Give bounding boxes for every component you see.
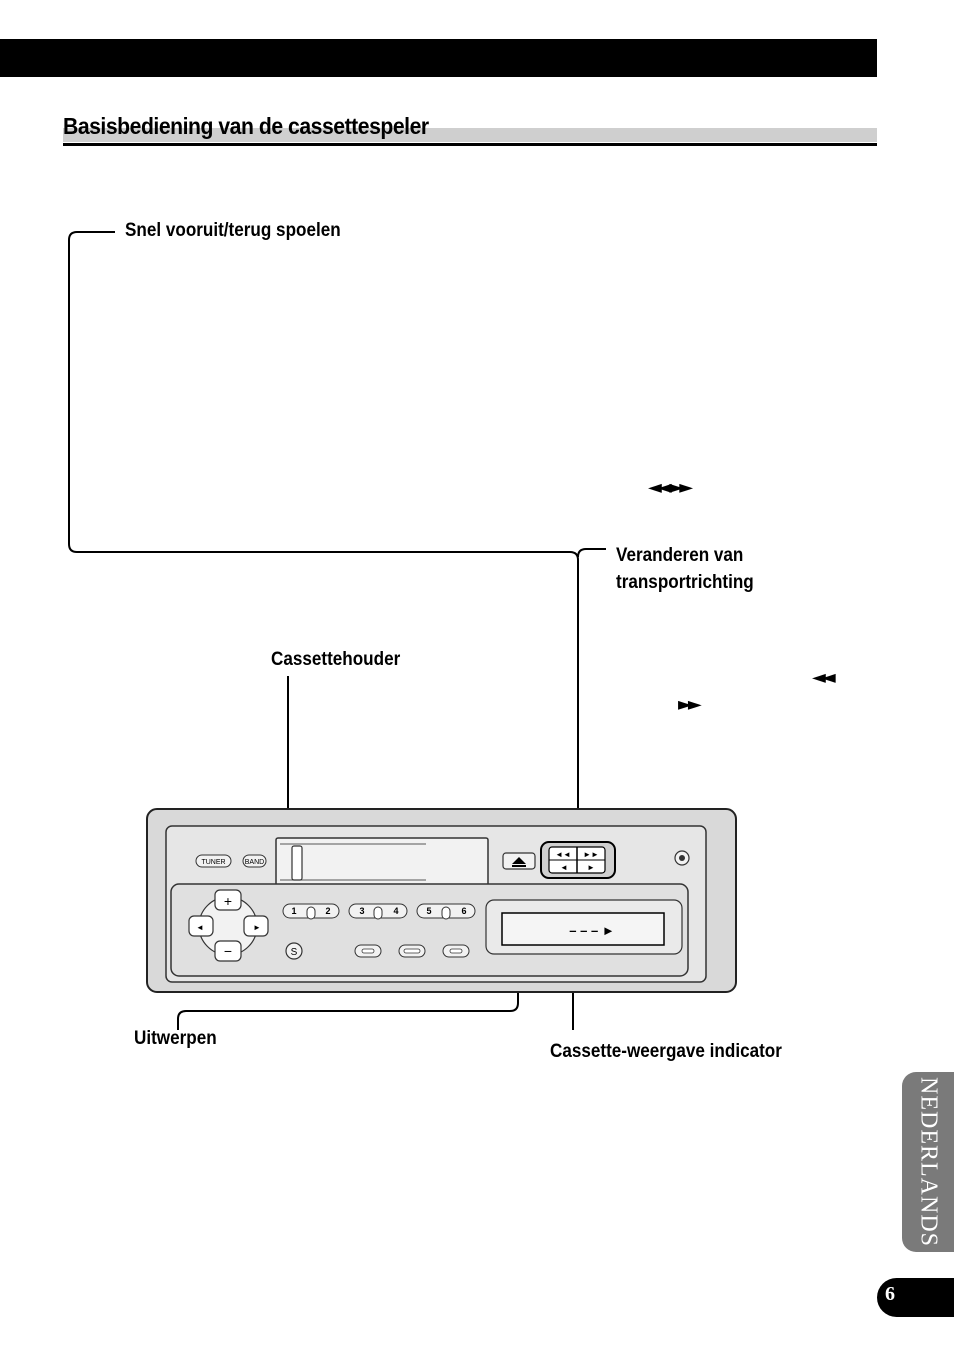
callout-fast-forward-rewind: Snel vooruit/terug spoelen bbox=[125, 220, 341, 241]
preset-3-label: 3 bbox=[359, 906, 364, 916]
band-button bbox=[242, 854, 267, 868]
eject-icon bbox=[512, 857, 526, 867]
fast-symbols: ◄◄ ►► bbox=[648, 477, 693, 498]
left-button bbox=[188, 915, 214, 937]
source-label: S bbox=[291, 947, 298, 958]
forward-icon: ►► bbox=[583, 850, 599, 859]
minus-label: − bbox=[224, 943, 232, 959]
direction-left-icon: ◄ bbox=[560, 863, 568, 872]
tuner-button bbox=[195, 854, 232, 868]
cassette-door bbox=[291, 845, 303, 881]
left-icon: ◄ bbox=[196, 923, 204, 932]
direction-right-icon: ► bbox=[587, 863, 595, 872]
cassette-indicator-display bbox=[501, 912, 665, 946]
preset-6-label: 6 bbox=[461, 906, 466, 916]
cassette-holder-slot bbox=[275, 837, 489, 887]
right-icon: ► bbox=[253, 923, 261, 932]
language-tab: NEDERLANDS bbox=[902, 1072, 954, 1252]
rewind-icon: ◄◄ bbox=[555, 850, 571, 859]
page-number-tab: 6 bbox=[877, 1278, 954, 1317]
band-label: BAND bbox=[245, 859, 264, 866]
title-underline bbox=[63, 143, 877, 146]
callout-cassette-indicator: Cassette-weergave indicator bbox=[550, 1041, 782, 1062]
preset-1-label: 1 bbox=[291, 906, 296, 916]
preset-4-label: 4 bbox=[393, 906, 398, 916]
rewind-symbol: ◄◄ bbox=[812, 667, 836, 688]
preset-2-label: 2 bbox=[325, 906, 330, 916]
forward-symbol: ►► bbox=[678, 694, 702, 715]
page-number: 6 bbox=[885, 1283, 895, 1305]
title-highlight bbox=[63, 128, 877, 142]
volume-down-button bbox=[214, 940, 242, 962]
callout-change-direction-line1: Veranderen van bbox=[616, 545, 744, 566]
callout-cassette-holder: Cassettehouder bbox=[271, 649, 401, 670]
section-title: Basisbediening van de cassettespeler bbox=[63, 112, 877, 146]
tuner-label: TUNER bbox=[201, 859, 225, 866]
preset-5-label: 5 bbox=[426, 906, 431, 916]
language-label: NEDERLANDS bbox=[915, 1077, 942, 1247]
callout-eject: Uitwerpen bbox=[134, 1028, 217, 1049]
plus-label: + bbox=[224, 893, 232, 909]
source-button bbox=[285, 942, 303, 960]
page-title: Basisbediening van de cassettespeler bbox=[63, 113, 429, 139]
callout-change-direction-line2: transportrichting bbox=[616, 572, 754, 593]
header-bar bbox=[0, 39, 877, 77]
right-button bbox=[243, 915, 269, 937]
volume-up-button bbox=[214, 889, 242, 911]
display-text: – – – ► bbox=[569, 923, 614, 938]
cassette-deck-illustration: TUNER BAND ◄◄ ►► ◄ ► + − ◄ ► 1 2 3 4 5 6… bbox=[146, 808, 737, 993]
